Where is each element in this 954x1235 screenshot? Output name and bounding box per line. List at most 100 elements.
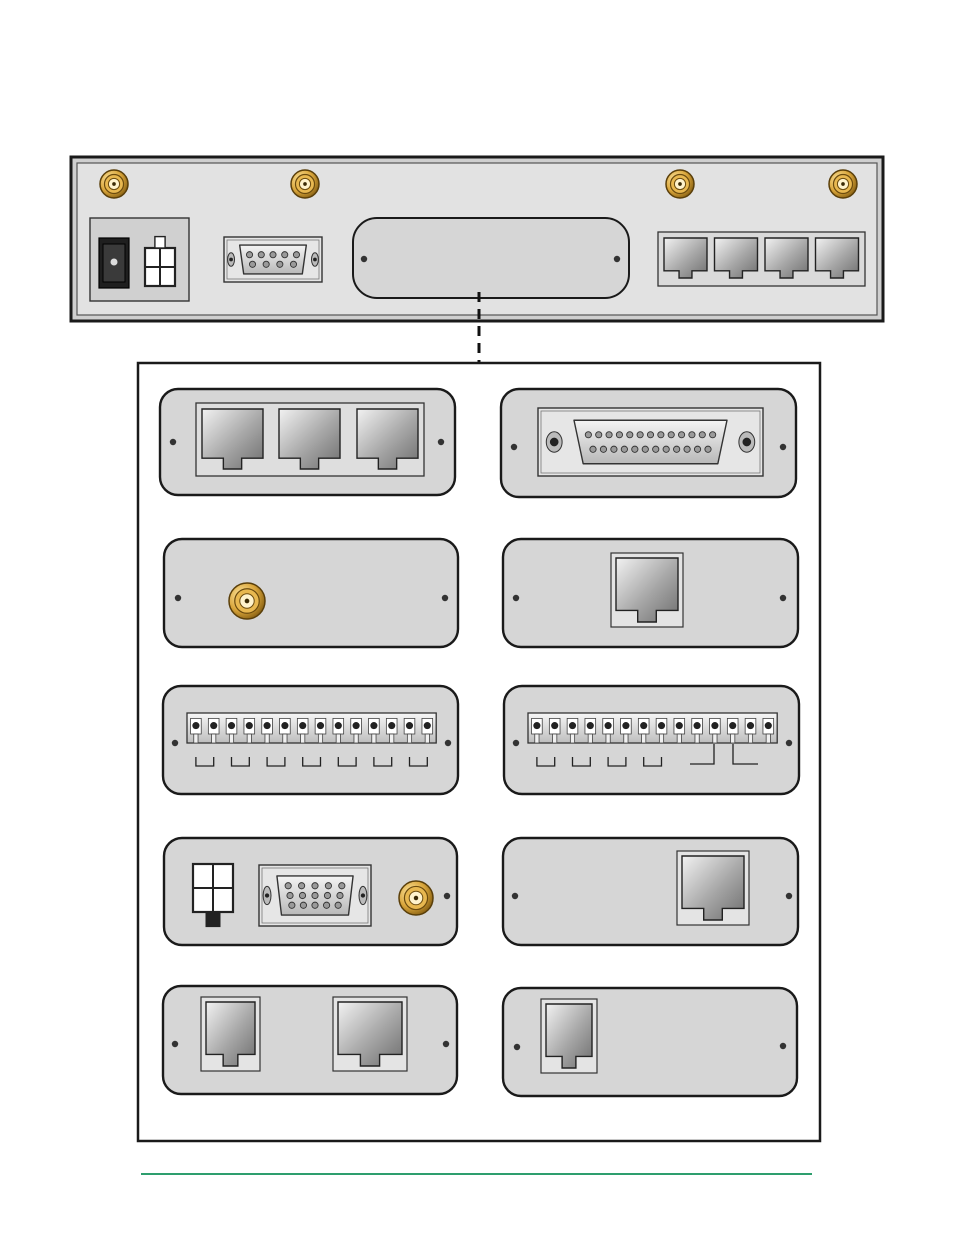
screw-hole — [170, 439, 176, 445]
terminal-tab — [606, 734, 610, 743]
screw-hole — [780, 595, 786, 601]
dsub-pin — [621, 446, 627, 452]
terminal-screw — [711, 722, 718, 729]
sma-connector — [829, 170, 857, 198]
terminal-tab — [713, 734, 717, 743]
terminal-screw — [424, 722, 431, 729]
terminal-tab — [194, 734, 198, 743]
sma-connector — [229, 583, 265, 619]
terminal-tab — [731, 734, 735, 743]
screw-hole — [444, 893, 450, 899]
screw-hole — [614, 256, 620, 262]
dsub-pin — [647, 432, 653, 438]
terminal-tab — [425, 734, 429, 743]
dsub-pin — [658, 432, 664, 438]
terminal-screw — [587, 722, 594, 729]
dc-jack-pin — [111, 259, 118, 266]
screw-hole — [786, 893, 792, 899]
terminal-screw — [370, 722, 377, 729]
rj45-port — [677, 851, 749, 925]
screw-hole — [172, 740, 178, 746]
terminal-tab — [535, 734, 539, 743]
db15-vga-port — [259, 865, 371, 926]
terminal-block — [528, 713, 777, 743]
dsub-pin — [290, 261, 296, 267]
terminal-tab — [677, 734, 681, 743]
screw-hole — [512, 893, 518, 899]
screw-hole — [513, 740, 519, 746]
terminal-screw — [533, 722, 540, 729]
terminal-tab — [570, 734, 574, 743]
terminal-tab — [372, 734, 376, 743]
terminal-tab — [553, 734, 557, 743]
dsub-pin — [282, 252, 288, 258]
terminal-screw — [551, 722, 558, 729]
dsub-pin — [258, 252, 264, 258]
screw-hole — [443, 1041, 449, 1047]
module-plate — [503, 838, 798, 945]
terminal-tab — [695, 734, 699, 743]
terminal-screw — [317, 722, 324, 729]
dsub-pin — [596, 432, 602, 438]
terminal-tab — [283, 734, 287, 743]
terminal-screw — [335, 722, 342, 729]
expansion-module-options — [138, 363, 820, 1141]
terminal-screw — [658, 722, 665, 729]
dsub-pin — [684, 446, 690, 452]
dsub-pin — [674, 446, 680, 452]
sma-pin — [841, 182, 845, 186]
terminal-screw — [765, 722, 772, 729]
screw-hole — [514, 1044, 520, 1050]
sma-connector — [666, 170, 694, 198]
dsub-screw — [265, 893, 269, 897]
terminal-tab — [407, 734, 411, 743]
module-power-vga-sma — [164, 838, 457, 945]
dsub-pin — [285, 883, 291, 889]
dsub-pin — [663, 446, 669, 452]
dsub-pin — [312, 883, 318, 889]
terminal-screw — [605, 722, 612, 729]
terminal-tab — [642, 734, 646, 743]
terminal-block-body — [528, 713, 777, 743]
power-connector-latch — [206, 912, 220, 926]
terminal-screw — [729, 722, 736, 729]
dsub-screw — [229, 258, 233, 262]
dsub-pin — [298, 883, 304, 889]
rj45-port — [201, 997, 260, 1071]
terminal-tab — [265, 734, 269, 743]
terminal-tab — [336, 734, 340, 743]
dsub-screw — [361, 893, 365, 897]
screw-hole — [445, 740, 451, 746]
sma-connector — [291, 170, 319, 198]
screw-hole — [175, 595, 181, 601]
dsub-pin — [611, 446, 617, 452]
router-rear-panel — [71, 157, 883, 321]
expansion-slot-cover — [353, 218, 629, 298]
dsub-pin — [606, 432, 612, 438]
dsub-screw — [313, 258, 317, 262]
terminal-screw — [676, 722, 683, 729]
dsub-pin — [312, 892, 318, 898]
terminal-screw — [264, 722, 271, 729]
dsub-pin — [668, 432, 674, 438]
module-db25 — [501, 389, 796, 497]
rj45-port-group — [658, 232, 865, 286]
dsub-pin — [710, 432, 716, 438]
screw-hole — [361, 256, 367, 262]
dsub-body — [574, 420, 727, 464]
terminal-tab — [659, 734, 663, 743]
module-single-rj45-right — [503, 838, 798, 945]
dsub-pin — [335, 902, 341, 908]
module-terminal-14-seven-groups — [163, 686, 458, 794]
terminal-block-body — [187, 713, 436, 743]
screw-hole — [780, 444, 786, 450]
module-terminal-14-mixed-groups — [504, 686, 799, 794]
screw-hole — [442, 595, 448, 601]
module-two-rj45 — [163, 986, 457, 1094]
terminal-tab — [301, 734, 305, 743]
rj45-port — [541, 999, 597, 1073]
rj45-port — [611, 553, 683, 627]
dsub-body — [240, 245, 307, 274]
sma-pin — [245, 599, 250, 604]
